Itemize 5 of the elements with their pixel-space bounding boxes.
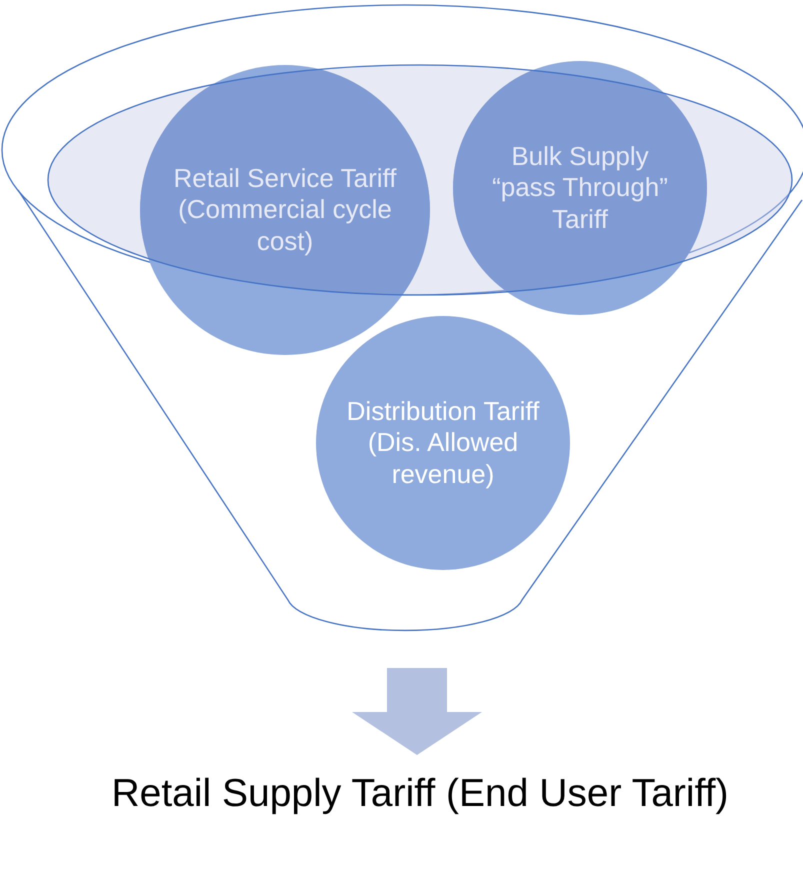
circle-label: Bulk Supply “pass Through” Tariff: [491, 141, 669, 235]
circle-label: Retail Service Tariff (Commercial cycle cost): [172, 163, 398, 257]
block-arrow: [352, 668, 482, 755]
result-text: Retail Supply Tariff (End User Tariff): [110, 771, 730, 817]
circle-label: Distribution Tariff (Dis. Allowed revenue): [346, 396, 540, 490]
